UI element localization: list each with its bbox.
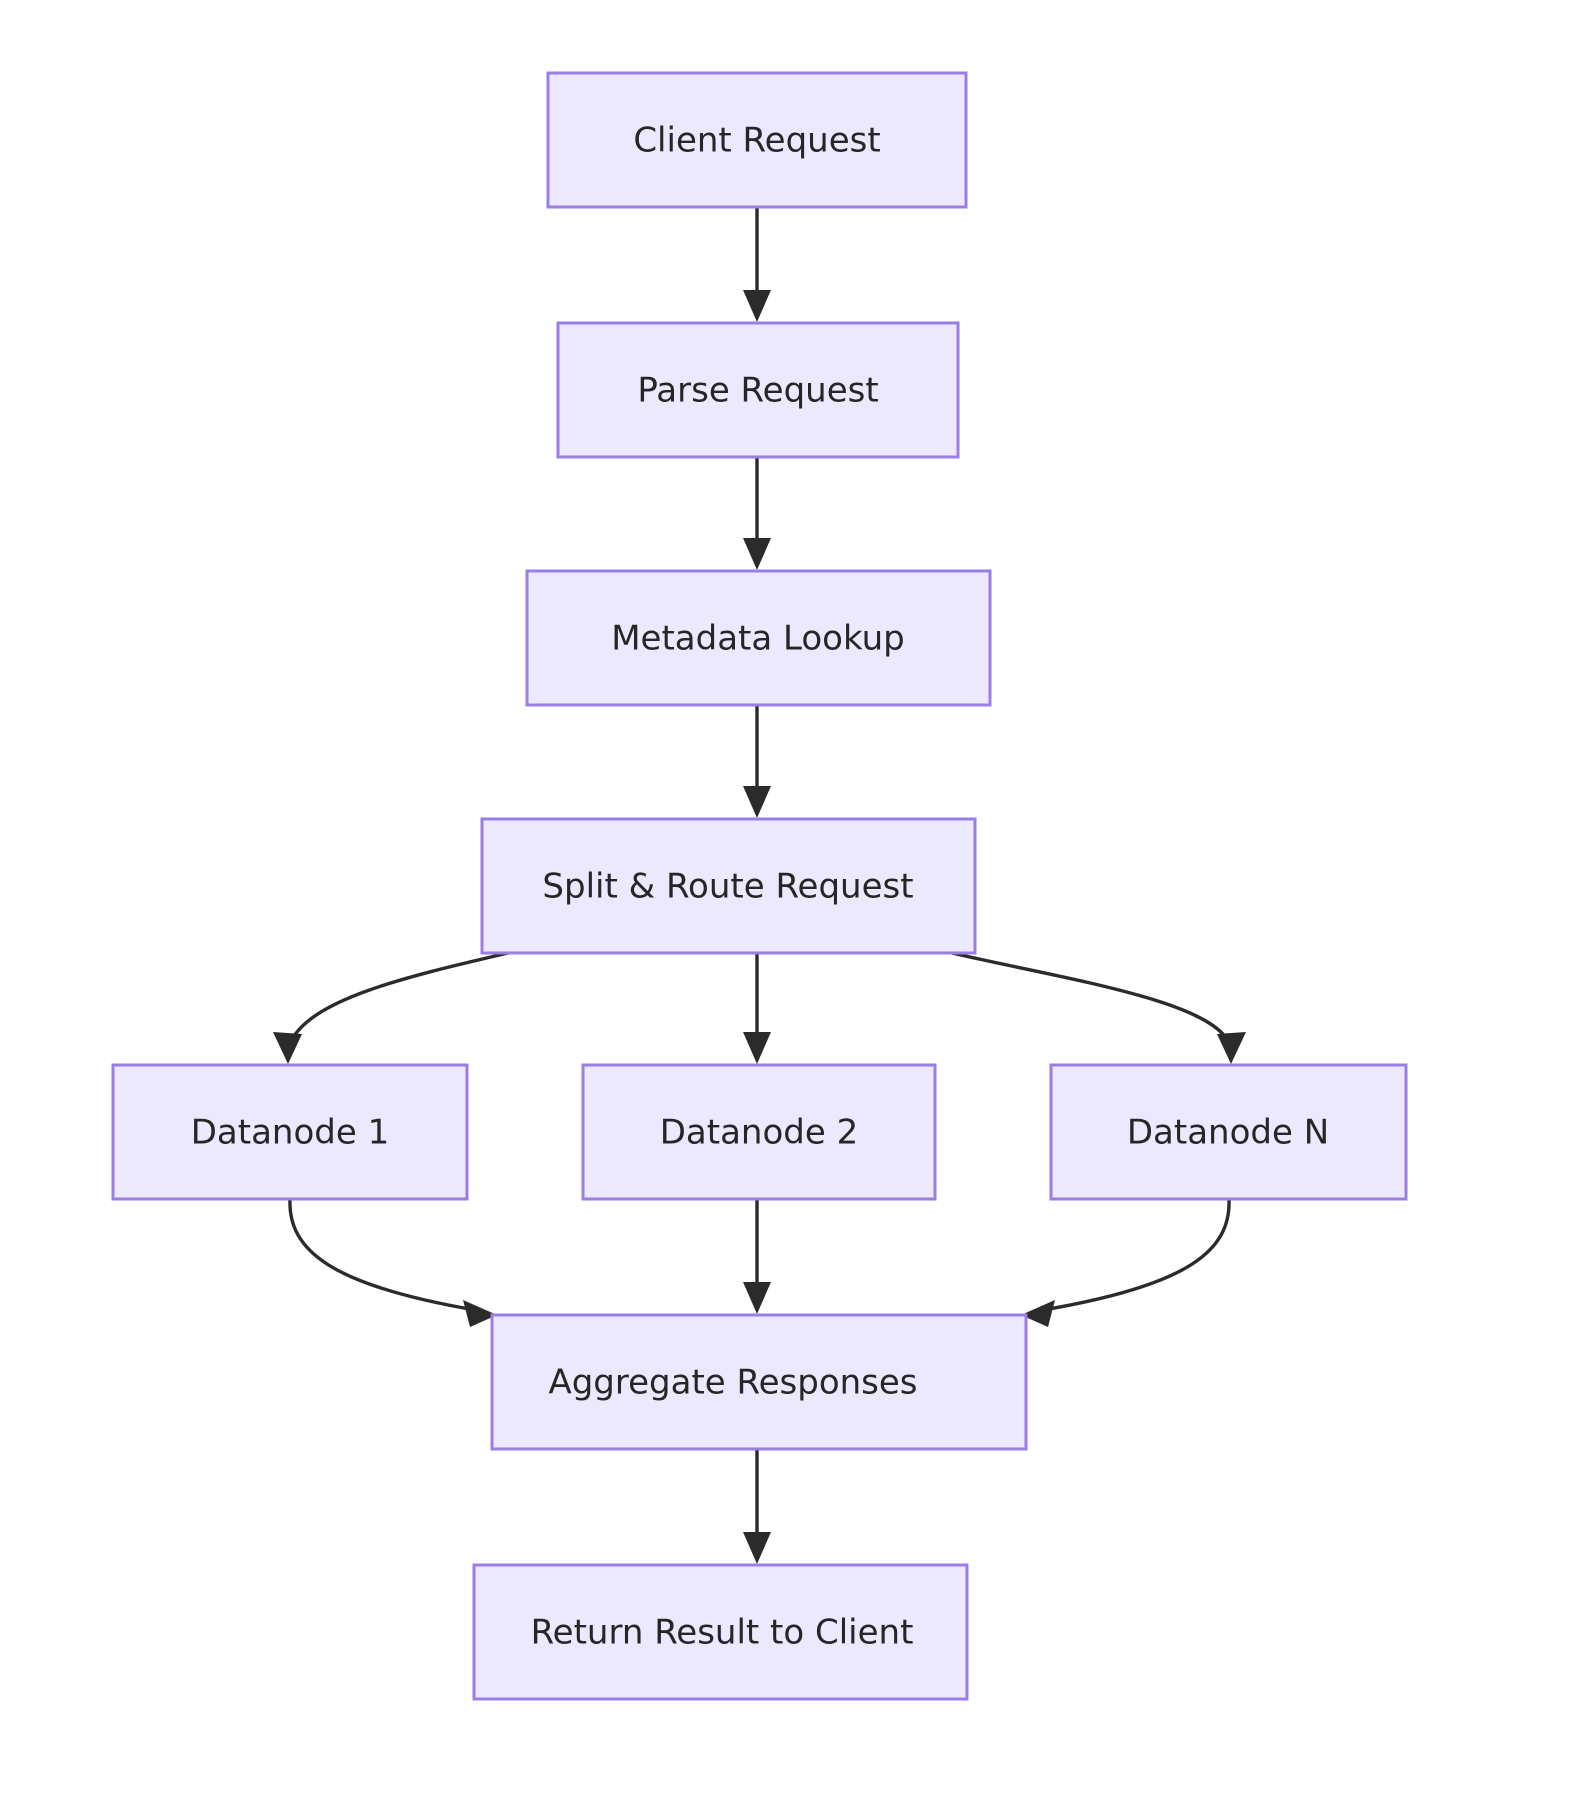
arrowhead-icon <box>463 1300 497 1327</box>
node-client-request[interactable]: Client Request <box>546 71 968 209</box>
node-box[interactable] <box>480 817 977 955</box>
edge-line <box>951 951 1231 1044</box>
edge-layer <box>273 207 1246 1564</box>
edge-split-route-to-datanode-2 <box>743 953 771 1064</box>
edge-aggregate-to-return-result <box>743 1449 771 1564</box>
arrowhead-icon <box>743 1032 771 1064</box>
edge-metadata-lookup-to-split-route <box>743 705 771 818</box>
node-box[interactable] <box>556 321 960 459</box>
edge-split-route-to-datanode-1 <box>273 951 509 1064</box>
node-metadata-lookup[interactable]: Metadata Lookup <box>525 569 992 707</box>
node-label: Return Result to Client <box>531 1613 914 1653</box>
node-label: Client Request <box>633 121 880 161</box>
node-label: Parse Request <box>637 371 878 411</box>
arrowhead-icon <box>273 1032 302 1064</box>
node-label: Datanode 1 <box>191 1113 389 1153</box>
node-return-result-to-client[interactable]: Return Result to Client <box>472 1563 969 1701</box>
edge-parse-request-to-metadata-lookup <box>743 457 771 570</box>
node-aggregate-responses[interactable]: Aggregate Responses <box>490 1313 1028 1451</box>
arrowhead-icon <box>743 1282 771 1314</box>
edge-line <box>288 951 509 1044</box>
edge-line <box>288 1198 476 1312</box>
node-datanode-2[interactable]: Datanode 2 <box>581 1063 937 1201</box>
node-parse-request[interactable]: Parse Request <box>556 321 960 459</box>
edge-split-route-to-datanode-n <box>951 951 1246 1064</box>
arrowhead-icon <box>1021 1300 1055 1327</box>
edge-datanode-1-to-aggregate <box>288 1198 497 1327</box>
node-box[interactable] <box>490 1313 1028 1451</box>
edge-client-request-to-parse-request <box>743 207 771 322</box>
node-label: Aggregate Responses <box>548 1363 917 1403</box>
edge-datanode-n-to-aggregate <box>1021 1198 1231 1327</box>
node-box[interactable] <box>472 1563 969 1701</box>
edge-line <box>1042 1198 1231 1312</box>
node-datanode-1[interactable]: Datanode 1 <box>111 1063 469 1201</box>
arrowhead-icon <box>743 290 771 322</box>
node-label: Split & Route Request <box>542 867 913 907</box>
node-datanode-n[interactable]: Datanode N <box>1049 1063 1408 1201</box>
node-split-route-request[interactable]: Split & Route Request <box>480 817 977 955</box>
node-label: Datanode N <box>1127 1113 1329 1153</box>
node-layer: Client Request Parse Request Metadata Lo… <box>111 71 1408 1701</box>
node-box[interactable] <box>581 1063 937 1201</box>
arrowhead-icon <box>743 786 771 818</box>
node-label: Datanode 2 <box>660 1113 858 1153</box>
arrowhead-icon <box>743 1532 771 1564</box>
edge-datanode-2-to-aggregate <box>743 1199 771 1314</box>
node-box[interactable] <box>525 569 992 707</box>
arrowhead-icon <box>743 538 771 570</box>
node-box[interactable] <box>546 71 968 209</box>
node-box[interactable] <box>1049 1063 1408 1201</box>
node-box[interactable] <box>111 1063 469 1201</box>
arrowhead-icon <box>1217 1032 1246 1064</box>
node-label: Metadata Lookup <box>611 619 905 659</box>
